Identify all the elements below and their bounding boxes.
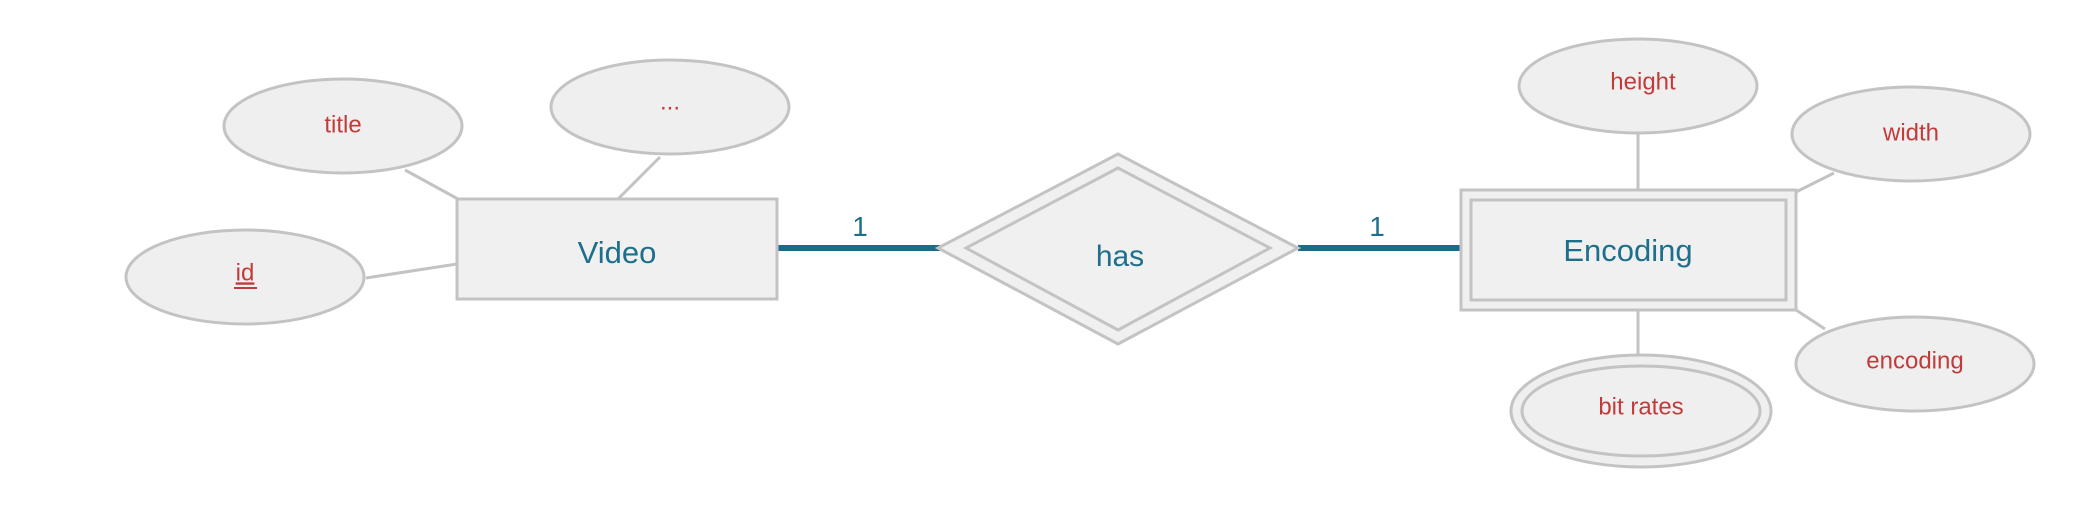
attribute-width-ellipse (1790, 85, 2032, 183)
attribute-width-label: width (1882, 119, 1939, 146)
link-video-title (404, 168, 459, 201)
attribute-bit-rates-multivalued[interactable]: bit rates (1509, 353, 1773, 469)
attribute-id-ellipse (124, 228, 366, 326)
attribute-title-ellipse (222, 77, 464, 175)
relationship-has[interactable]: has (934, 152, 1302, 346)
attribute-more-ellipse (549, 58, 791, 156)
entity-encoding-inner-box (1469, 198, 1788, 302)
link-encoding-width (1795, 171, 1835, 194)
link-video-id (365, 262, 458, 280)
attribute-id-label: id (236, 259, 255, 286)
relationship-has-inner-diamond (962, 166, 1274, 332)
attribute-title[interactable]: title (222, 77, 464, 175)
entity-encoding-label: Encoding (1563, 233, 1692, 268)
link-encoding-encoding (1795, 308, 1826, 331)
attribute-bit-rates-inner-ellipse (1520, 364, 1762, 458)
attribute-encoding-label: encoding (1866, 347, 1963, 374)
attribute-height-ellipse (1517, 37, 1759, 135)
attribute-width[interactable]: width (1790, 85, 2032, 183)
attribute-bit-rates-label: bit rates (1598, 393, 1683, 420)
attribute-height[interactable]: height (1517, 37, 1759, 135)
relationship-has-label: has (1096, 240, 1144, 273)
attribute-title-label: title (324, 111, 361, 138)
entity-encoding[interactable]: Encoding (1459, 188, 1798, 312)
attribute-encoding[interactable]: encoding (1794, 315, 2036, 413)
cardinality-encoding-side: 1 (1369, 211, 1385, 242)
attribute-more-label: ... (660, 88, 680, 115)
attribute-encoding-ellipse (1794, 315, 2036, 413)
entity-video-box (455, 197, 779, 301)
entity-encoding-outer-box (1459, 188, 1798, 312)
cardinality-video-side: 1 (852, 211, 868, 242)
entity-video[interactable]: Video (455, 197, 779, 301)
entity-video-label: Video (578, 235, 657, 270)
link-video-more (616, 155, 662, 201)
attribute-more[interactable]: ... (549, 58, 791, 156)
attribute-height-label: height (1610, 68, 1676, 95)
attribute-id-key[interactable]: id (124, 228, 366, 326)
